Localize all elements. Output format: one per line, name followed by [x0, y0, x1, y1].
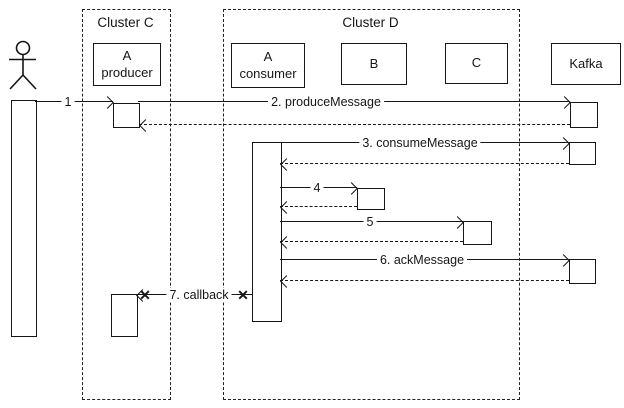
message-2-label: 2. produceMessage: [268, 95, 384, 109]
cluster-c-label: Cluster C: [97, 15, 154, 30]
x-marker-icon: ✕: [237, 287, 249, 303]
activation-consumer: [252, 142, 282, 322]
participant-c: C: [445, 43, 508, 84]
participant-a-consumer: A consumer: [231, 43, 305, 88]
participant-a-producer-line1: A: [122, 48, 132, 64]
actor-icon: [9, 40, 37, 90]
message-5-label: 5: [363, 215, 377, 229]
message-6-label: 6. ackMessage: [376, 253, 468, 267]
participant-a-consumer-line2: consumer: [239, 65, 297, 81]
activation-kafka-2: [569, 142, 596, 165]
participant-a-producer: A producer: [93, 43, 161, 86]
message-3-label: 3. consumeMessage: [359, 136, 481, 150]
reply-5-line: [280, 241, 463, 242]
participant-c-label: C: [471, 55, 482, 71]
x-marker-icon: ✕: [139, 287, 151, 303]
reply-2-line: [139, 124, 570, 125]
cluster-c-boundary: [82, 9, 171, 400]
activation-c: [463, 221, 492, 245]
cluster-d-boundary: [223, 9, 520, 400]
activation-producer-2: [111, 294, 138, 337]
participant-b: B: [341, 43, 407, 85]
message-2-arrowhead-icon: [558, 96, 571, 109]
participant-b-label: B: [369, 55, 379, 71]
participant-kafka-label: Kafka: [569, 55, 603, 71]
activation-kafka-3: [569, 259, 596, 284]
reply-4-line: [280, 206, 357, 207]
participant-a-consumer-line1: A: [263, 49, 273, 65]
message-1-label: 1: [61, 95, 75, 109]
reply-3-line: [280, 163, 569, 164]
reply-6-line: [280, 280, 569, 281]
participant-a-producer-line2: producer: [101, 64, 153, 80]
activation-kafka-1: [570, 102, 598, 128]
cluster-d-label: Cluster D: [342, 15, 399, 30]
activation-b: [357, 188, 385, 210]
participant-kafka: Kafka: [551, 43, 621, 85]
activation-producer-1: [113, 103, 140, 128]
message-4-label: 4: [310, 181, 324, 195]
message-3-arrowhead-icon: [557, 137, 570, 150]
message-7-label: 7. callback: [166, 288, 232, 302]
message-6-arrowhead-icon: [557, 254, 570, 267]
activation-actor: [11, 100, 37, 337]
